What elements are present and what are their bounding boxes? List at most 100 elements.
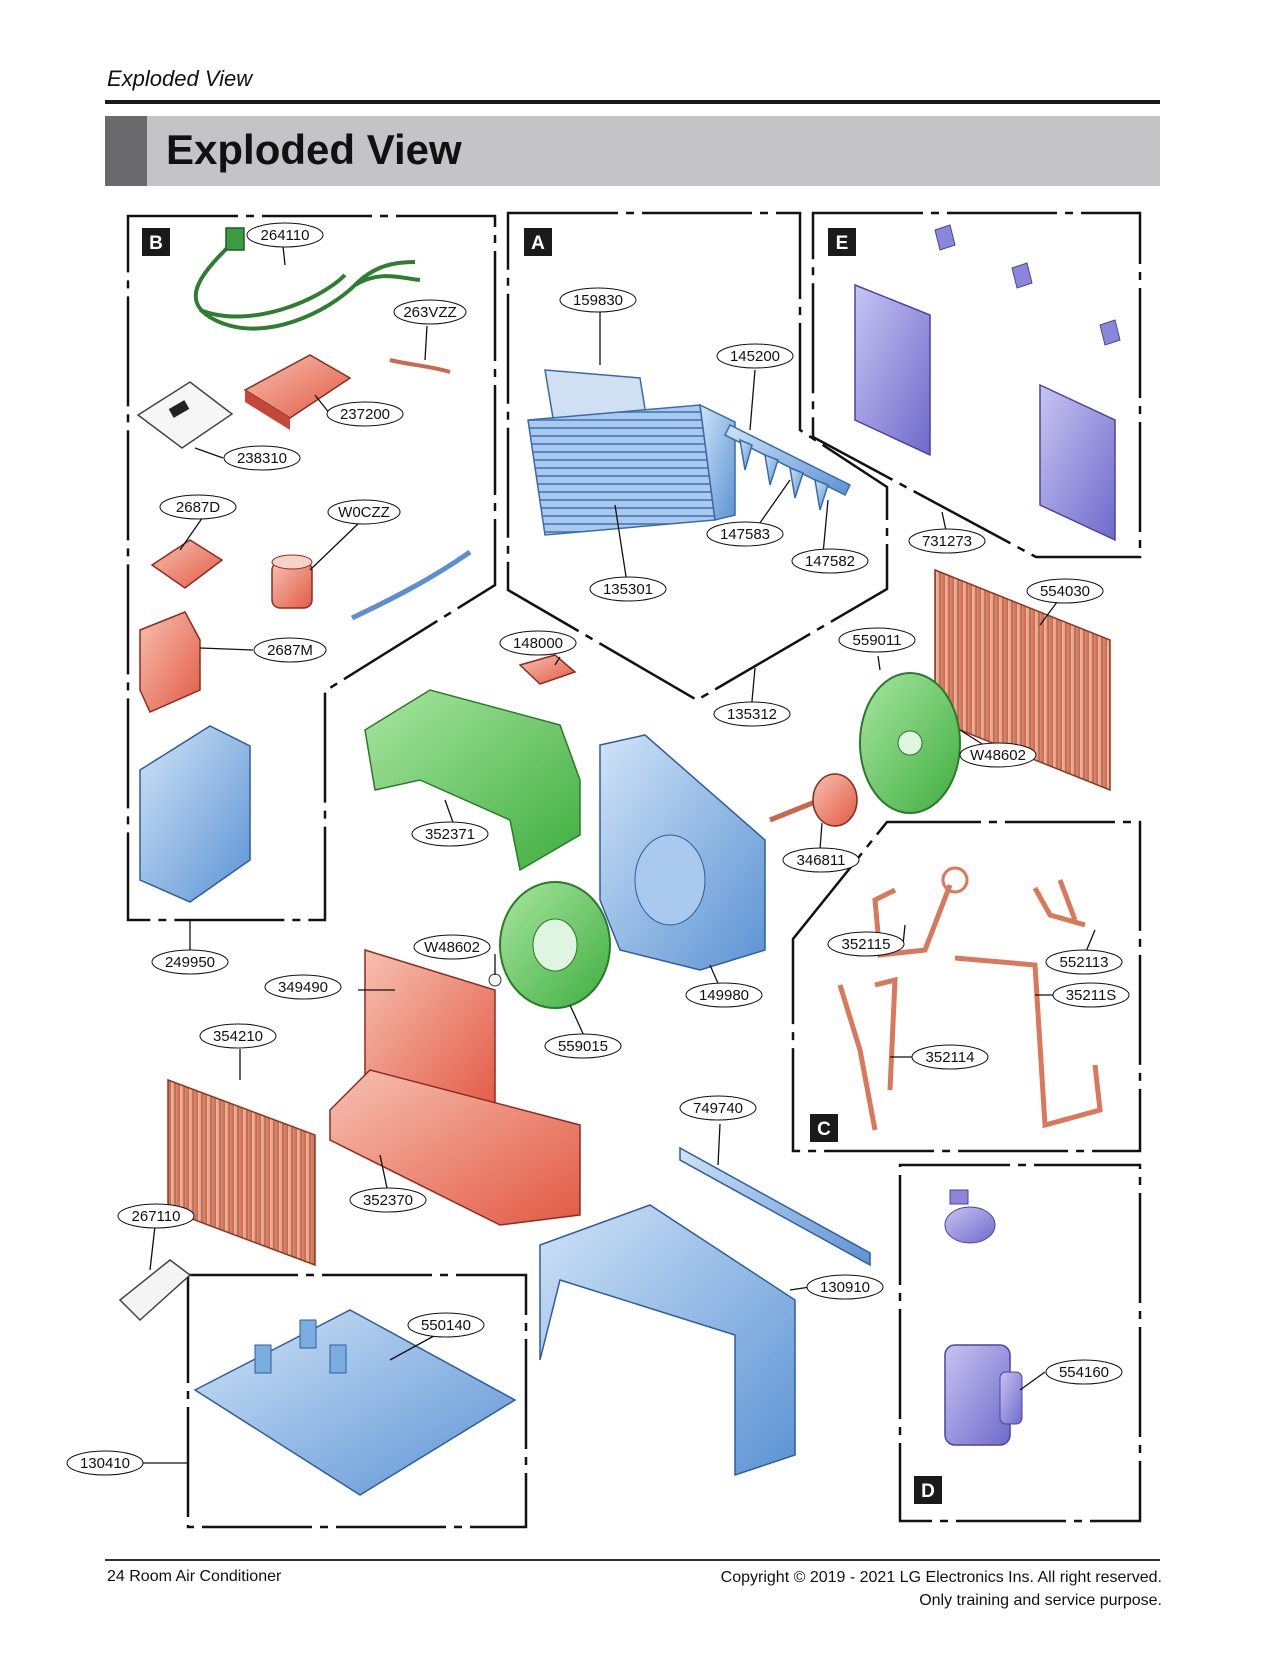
callout-552113: 552113	[1045, 949, 1123, 975]
evaporator-coil-part	[167, 1078, 316, 1267]
svg-text:W48602: W48602	[970, 747, 1026, 764]
section-a-frame	[506, 211, 889, 702]
svg-text:130410: 130410	[80, 1455, 130, 1472]
evaporator-cover-part	[364, 689, 581, 872]
callout-559015: 559015	[544, 1033, 622, 1059]
running-head: Exploded View	[107, 66, 253, 91]
base-frame	[186, 1273, 528, 1529]
svg-text:W0CZZ: W0CZZ	[338, 504, 390, 521]
section-e-badge	[828, 228, 856, 256]
svg-text:147583: 147583	[720, 526, 770, 543]
section-d-badge	[914, 1476, 942, 1504]
svg-text:264110: 264110	[261, 227, 310, 244]
svg-text:159830: 159830	[573, 292, 623, 309]
footer-rule	[105, 1559, 1160, 1561]
svg-text:238310: 238310	[237, 450, 287, 467]
svg-text:149980: 149980	[699, 987, 749, 1004]
capacitor-part	[271, 554, 313, 609]
main-pcb-part	[139, 611, 201, 713]
svg-text:349490: 349490	[278, 979, 328, 996]
callout-352115: 352115	[827, 931, 905, 957]
callout-W48602-b: W48602	[413, 934, 491, 960]
callout-352370: 352370	[349, 1187, 427, 1213]
section-a-badge	[524, 228, 552, 256]
section-d-frame	[898, 1163, 1142, 1523]
section-c-badge	[810, 1114, 838, 1142]
section-a-letter: A	[531, 233, 545, 254]
callout-238310: 238310	[223, 445, 301, 471]
svg-text:130910: 130910	[820, 1279, 870, 1296]
callout-237200: 237200	[326, 401, 404, 427]
section-c-letter: C	[817, 1119, 831, 1140]
blower-wheel-part	[499, 881, 611, 1009]
svg-text:352114: 352114	[926, 1049, 975, 1066]
section-e-frame	[811, 211, 1142, 559]
svg-text:552113: 552113	[1060, 954, 1109, 971]
front-grille-part	[527, 369, 736, 536]
callout-263VZZ: 263VZZ	[393, 299, 467, 325]
callout-554030: 554030	[1026, 578, 1104, 604]
wire-harness-part	[350, 549, 472, 621]
callout-130910: 130910	[806, 1274, 884, 1300]
svg-text:559011: 559011	[853, 632, 902, 649]
section-e-letter: E	[836, 233, 849, 254]
compressor-part	[944, 1189, 1023, 1446]
callout-149980: 149980	[685, 982, 763, 1008]
callout-145200: 145200	[716, 343, 794, 369]
refrigerant-tubes-part	[837, 866, 1103, 1131]
thermistor-part	[389, 358, 451, 374]
support-bar-part	[679, 1146, 871, 1267]
callout-2687M: 2687M	[253, 637, 327, 663]
callout-352114: 352114	[911, 1044, 989, 1070]
section-d-letter: D	[921, 1481, 935, 1502]
callout-346811: 346811	[782, 847, 860, 873]
svg-text:267110: 267110	[132, 1208, 181, 1225]
section-c-frame	[791, 820, 1142, 1153]
callout-559011: 559011	[838, 627, 916, 653]
svg-text:35211S: 35211S	[1066, 987, 1117, 1004]
svg-text:237200: 237200	[340, 406, 390, 423]
svg-text:2687M: 2687M	[267, 642, 313, 659]
remote-control-part	[118, 1259, 192, 1322]
callout-135301: 135301	[589, 576, 667, 602]
base-pan-part	[193, 1309, 517, 1496]
callout-731273: 731273	[908, 528, 986, 554]
copyright-line-2: Only training and service purpose.	[919, 1592, 1162, 1609]
callout-550140: 550140	[407, 1312, 485, 1338]
svg-text:352115: 352115	[842, 936, 891, 953]
callout-159830: 159830	[559, 287, 637, 313]
callout-354210: 354210	[199, 1023, 277, 1049]
section-b-letter: B	[149, 233, 163, 254]
fan-motor-part	[769, 773, 858, 827]
svg-text:554030: 554030	[1040, 583, 1090, 600]
callout-147582: 147582	[791, 548, 869, 574]
svg-text:352371: 352371	[425, 826, 475, 843]
callout-35211S: 35211S	[1052, 982, 1130, 1008]
callout-249950: 249950	[151, 949, 229, 975]
banner-tab	[105, 116, 147, 186]
header-rule	[105, 100, 1160, 104]
svg-text:554160: 554160	[1059, 1364, 1109, 1381]
callout-W48602-a: W48602	[959, 742, 1037, 768]
barrier-part	[599, 734, 766, 971]
svg-text:263VZZ: 263VZZ	[403, 304, 456, 321]
callout-352371: 352371	[411, 821, 489, 847]
copyright-line-1: Copyright © 2019 - 2021 LG Electronics I…	[720, 1569, 1162, 1586]
svg-text:2687D: 2687D	[176, 499, 220, 516]
clamp-part	[488, 973, 502, 987]
condenser-fan-part	[859, 672, 961, 814]
filter-part	[518, 654, 577, 685]
callout-W0CZZ: W0CZZ	[327, 499, 401, 525]
svg-text:135301: 135301	[603, 581, 653, 598]
display-label-part	[136, 381, 234, 449]
callout-130410: 130410	[66, 1450, 144, 1476]
condenser-coil-part	[934, 568, 1111, 792]
control-panel-part	[243, 354, 352, 430]
control-box-part	[139, 725, 251, 903]
svg-text:550140: 550140	[421, 1317, 471, 1334]
cabinet-part	[539, 1204, 796, 1477]
svg-text:559015: 559015	[558, 1038, 608, 1055]
power-cord-part	[193, 227, 421, 331]
svg-text:249950: 249950	[165, 954, 215, 971]
